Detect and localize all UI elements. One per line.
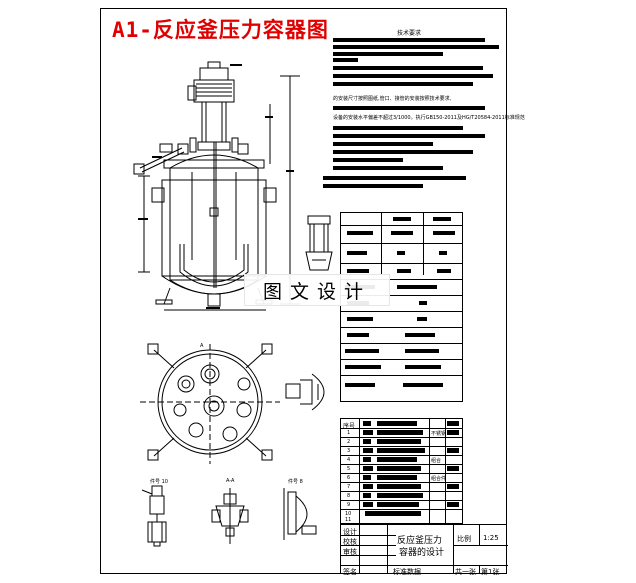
- detail-label: 件号 8: [288, 479, 303, 485]
- total-sheets: 共一张: [455, 568, 476, 576]
- design-data-table: [340, 212, 463, 402]
- tech-requirements-label: 技术要求: [397, 30, 422, 37]
- watermark-banner: 图文设计: [244, 274, 390, 306]
- tech-note-2: 设备的安装水平偏差不超过3/1000。执行GB150-2011及HG/T2058…: [333, 115, 525, 121]
- part-no: 7: [347, 484, 351, 490]
- part-remark: 不锈钢: [431, 431, 447, 437]
- drawing-name-line2: 容器的设计: [399, 548, 445, 558]
- drawing-name-line1: 反应釜压力: [397, 536, 443, 546]
- nozzle-8-detail: [283, 488, 317, 540]
- agitator-shaft-detail: [141, 485, 167, 547]
- part-no: 5: [347, 466, 351, 472]
- tech-note-1: 的安装尺寸按照图纸,管口、接管的安装按照技术要求,: [333, 96, 452, 102]
- part-no: 10: [345, 511, 352, 517]
- part-no: 4: [347, 457, 351, 463]
- title-block: 设计 校核 审核 签名 反应釜压力 容器的设计 比例 1:25 标准数据 共一张…: [340, 524, 508, 576]
- watermark-text: 图文设计: [262, 280, 371, 303]
- title-block-sign: 签名: [343, 568, 357, 576]
- sheet-number: 第1张: [481, 568, 500, 576]
- part-remark: 组合件: [431, 476, 447, 482]
- title-block-approve: 标准数据: [393, 568, 421, 576]
- part-no: 1: [347, 430, 351, 436]
- title-block-design: 设计: [343, 528, 357, 536]
- detail-label: 件号 10: [150, 479, 168, 485]
- title-block-check: 校核: [343, 538, 357, 546]
- parts-list-table: 序号 1 2 3 4 5 6 7 8 9 10 11 不锈钢 组合 组合件: [340, 418, 463, 524]
- parts-header-no: 序号: [343, 423, 356, 430]
- part-no: 11: [345, 517, 352, 523]
- drawing-title: A1-反应釜压力容器图: [112, 18, 329, 42]
- section-aa-detail: [211, 488, 249, 544]
- part-remark: 组合: [431, 458, 442, 464]
- part-no: 2: [347, 439, 351, 445]
- detail-label: A-A: [226, 478, 235, 484]
- detail-label: A: [200, 343, 204, 349]
- scale-value: 1:25: [483, 534, 499, 542]
- part-no: 6: [347, 475, 351, 481]
- part-no: 3: [347, 448, 351, 454]
- detail-a-view: [285, 373, 325, 411]
- scale-label: 比例: [457, 535, 471, 543]
- nozzle-section-detail: [305, 215, 333, 271]
- title-block-review: 审核: [343, 548, 357, 556]
- part-no: 8: [347, 493, 351, 499]
- part-no: 9: [347, 502, 351, 508]
- reactor-top-view: [140, 343, 280, 464]
